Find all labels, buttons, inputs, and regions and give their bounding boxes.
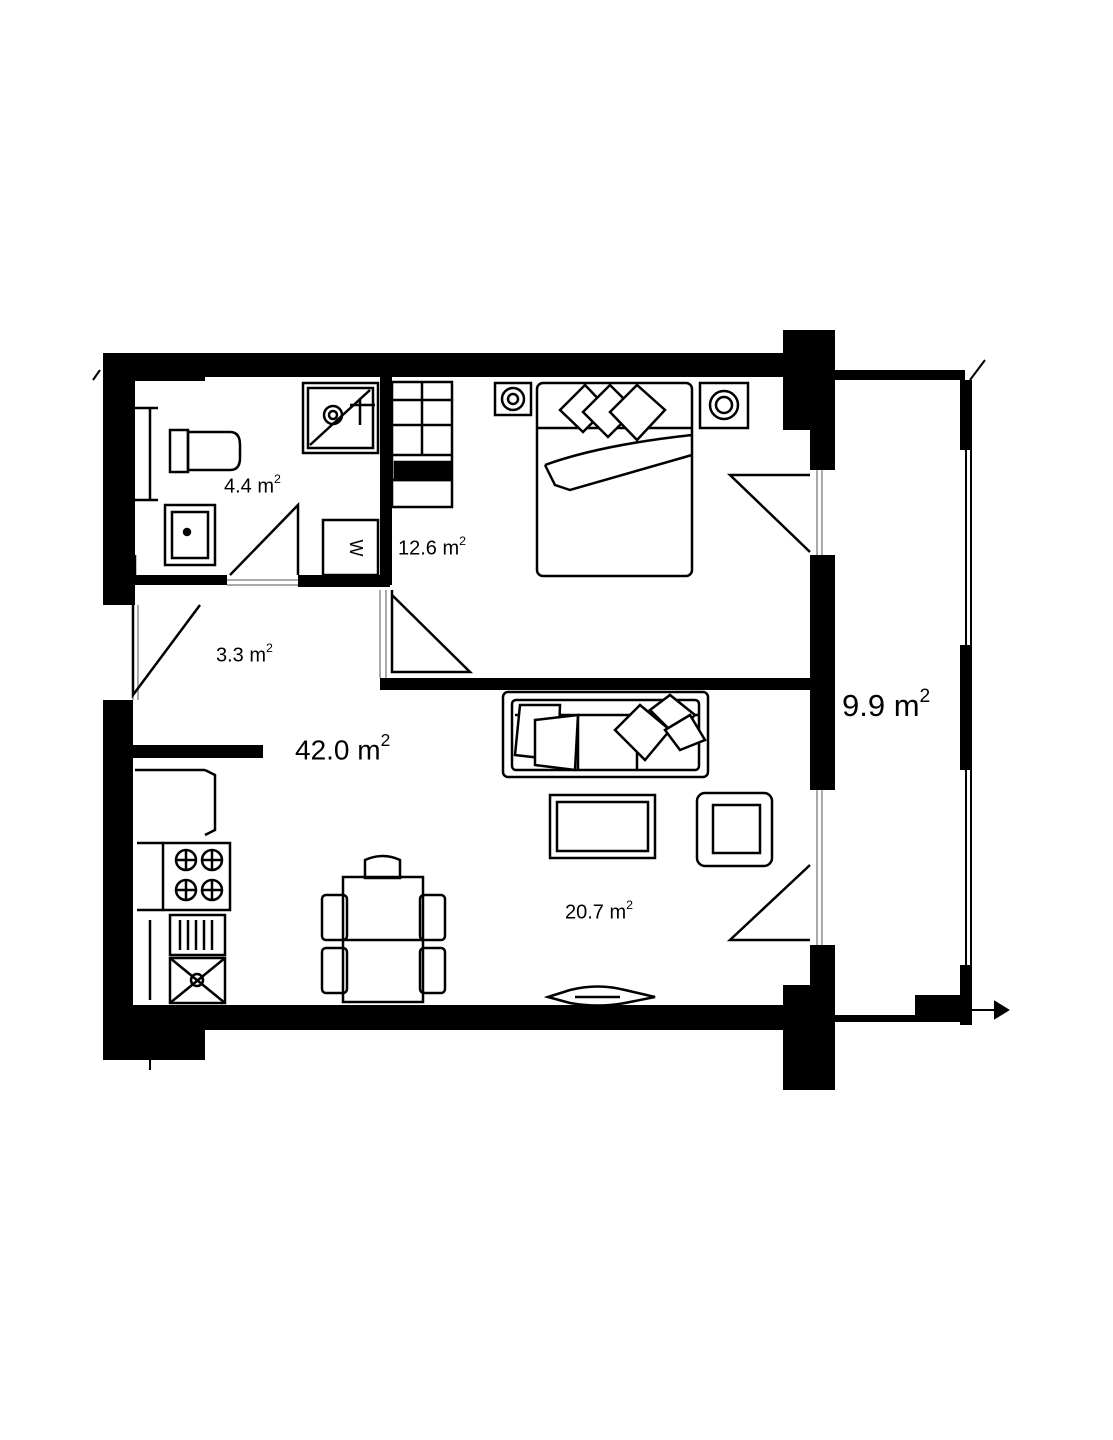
sink (163, 503, 217, 567)
column-bottom-right (783, 985, 835, 1090)
armchair (695, 791, 774, 868)
area-label-total: 42.0 m2 (295, 730, 391, 766)
wall-kitchen-partition (133, 745, 263, 758)
wall-right-mid-1 (810, 430, 835, 470)
wall-bedroom-bottom (380, 678, 815, 690)
bed-frame (535, 381, 694, 578)
stove (161, 841, 232, 912)
area-unit-total: 2 (380, 730, 391, 751)
coffee-table (548, 793, 657, 860)
wall-left-corner-block (103, 353, 205, 381)
balcony-block (915, 995, 960, 1020)
shower (301, 381, 380, 455)
wall-right-mid-4 (810, 945, 835, 990)
door-bathroom (229, 501, 300, 576)
wall-right-mid-3 (810, 625, 835, 790)
door-bedroom-balcony (726, 473, 811, 553)
wall-right-mid-2 (810, 555, 835, 625)
wall-bath-bedroom (380, 353, 392, 585)
door-living-balcony (726, 864, 811, 942)
kitchen-sink (168, 956, 227, 1005)
kitchen (135, 768, 232, 1005)
wardrobe (390, 380, 454, 509)
area-label-bathroom: 4.4 m2 (224, 472, 281, 499)
area-label-hall: 3.3 m2 (216, 641, 273, 668)
balcony-post-3 (960, 965, 972, 1025)
washer-mark: W (346, 540, 366, 557)
wall-bath-bottom-right (298, 575, 390, 587)
bathroom-fixtures (133, 381, 380, 577)
washing-machine (321, 518, 380, 577)
area-value-bathroom: 4.4 m (224, 475, 275, 498)
walls (103, 330, 972, 1090)
console (543, 985, 656, 1007)
area-value-living: 20.7 m (565, 901, 627, 924)
bed (493, 381, 750, 578)
wall-bath-bottom (127, 575, 227, 585)
door-bedroom (390, 590, 474, 674)
balcony-post-2 (960, 645, 972, 770)
wall-top (103, 353, 793, 377)
door-entrance (131, 600, 202, 699)
nightstand-left (493, 381, 533, 417)
dining-set (320, 854, 447, 1004)
balcony-post-1 (960, 380, 972, 450)
toilet (168, 428, 190, 474)
doors (131, 473, 811, 942)
area-value-bedroom: 12.6 m (398, 537, 460, 560)
area-unit-hall: 2 (266, 641, 273, 656)
balcony-rail-top (835, 370, 965, 380)
nightstand-right (698, 381, 750, 430)
area-unit-living: 2 (626, 898, 634, 913)
sofa (501, 690, 710, 779)
wall-left-upper (103, 353, 135, 605)
area-label-balcony: 9.9 m2 (842, 685, 931, 724)
wall-left-lower (103, 700, 133, 1060)
area-unit-bathroom: 2 (274, 472, 281, 487)
area-label-bedroom: 12.6 m2 (398, 534, 467, 561)
area-value-total: 42.0 m (295, 734, 381, 766)
wall-bottom (103, 1005, 793, 1030)
area-label-living: 20.7 m2 (565, 898, 634, 925)
balcony-rail-bottom (835, 1015, 970, 1022)
column-top-right (783, 330, 835, 430)
area-unit-balcony: 2 (919, 685, 931, 707)
area-value-hall: 3.3 m (216, 644, 267, 667)
area-unit-bedroom: 2 (459, 534, 467, 549)
area-value-balcony: 9.9 m (842, 688, 920, 723)
